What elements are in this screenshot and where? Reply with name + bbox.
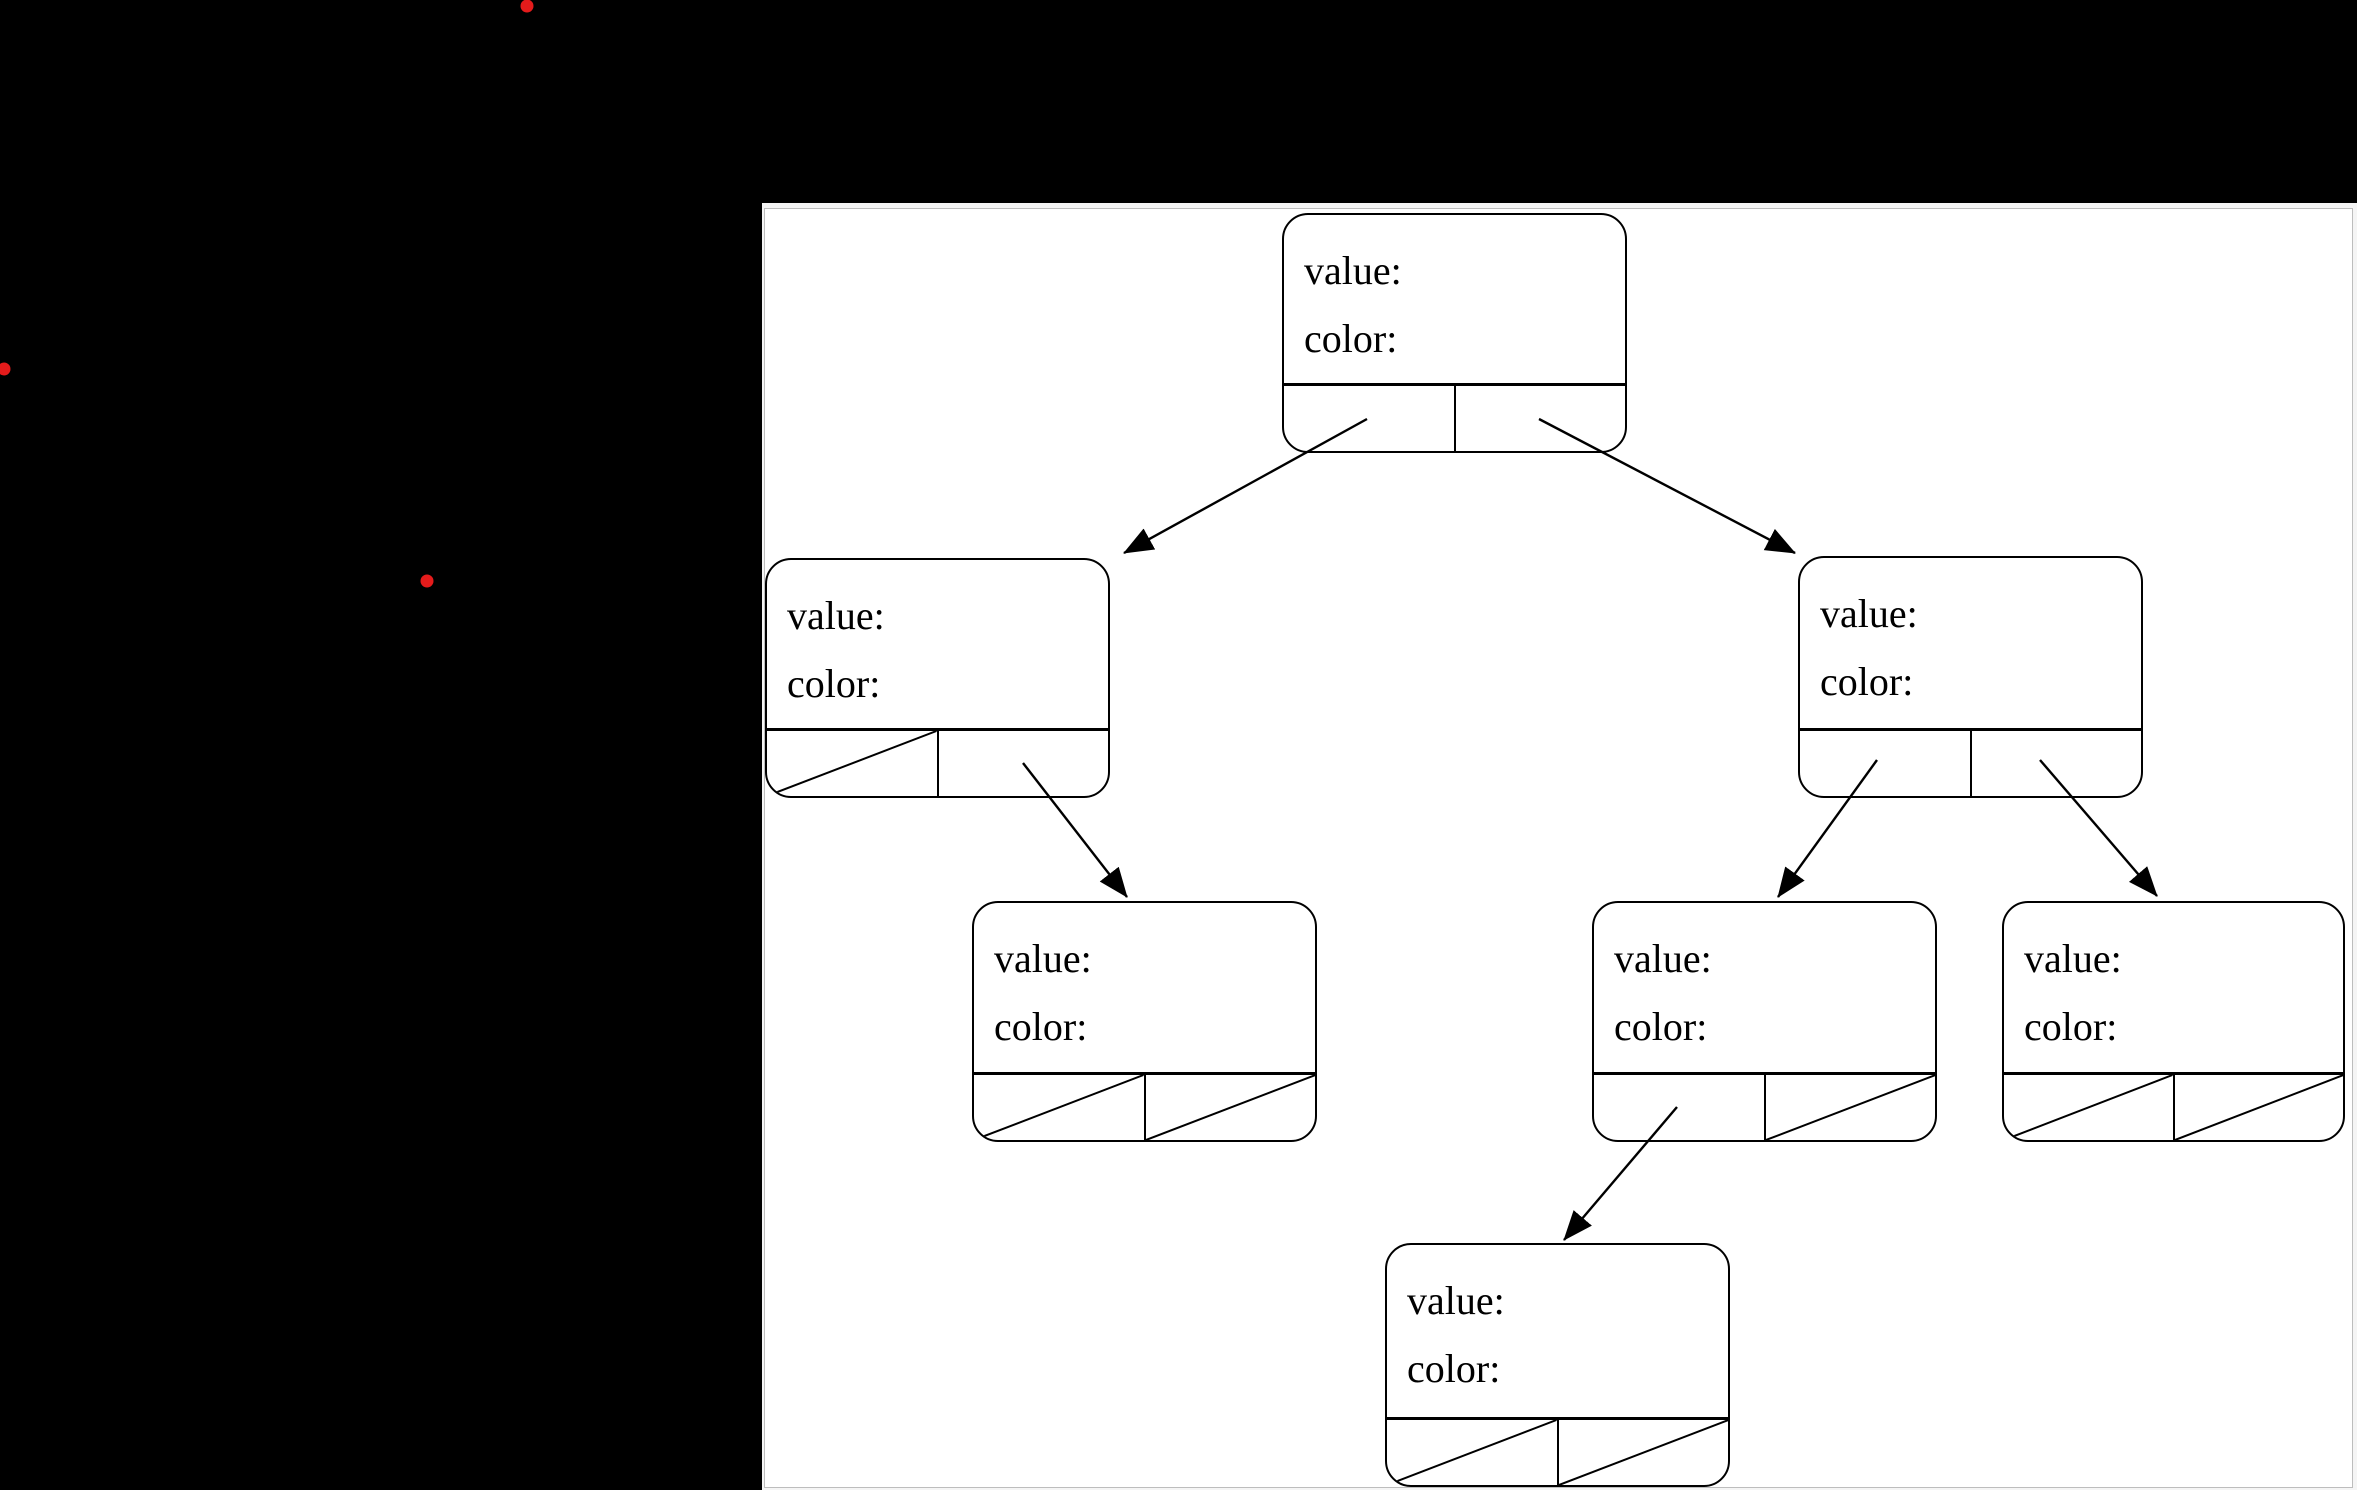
tree-node-rr: value: color:: [2002, 901, 2345, 1142]
pointer-row: [1800, 728, 2141, 796]
value-field-label: value:: [1614, 936, 1712, 981]
pointer-row: [974, 1072, 1315, 1140]
pointer-row: [1284, 383, 1625, 451]
color-field-label: color:: [1304, 316, 1398, 361]
null-pointer-slash: [1146, 1075, 1316, 1140]
left-pointer-cell: [1800, 731, 1972, 796]
node-fields: value: color:: [1800, 558, 2141, 728]
right-pointer-cell: [1972, 731, 2142, 796]
value-field-label: value:: [994, 936, 1092, 981]
left-pointer-cell: [1284, 386, 1456, 451]
red-dot: [0, 362, 11, 376]
left-pointer-cell: [974, 1075, 1146, 1140]
null-pointer-slash: [974, 1075, 1144, 1140]
right-pointer-cell: [939, 731, 1109, 796]
right-pointer-cell: [1766, 1075, 1936, 1140]
node-fields: value: color:: [1594, 903, 1935, 1072]
color-field-label: color:: [1614, 1004, 1708, 1049]
null-pointer-slash: [2004, 1075, 2173, 1140]
left-pointer-cell: [1594, 1075, 1766, 1140]
null-pointer-slash: [1766, 1075, 1936, 1140]
value-field-label: value:: [1304, 248, 1402, 293]
color-field-label: color:: [994, 1004, 1088, 1049]
node-fields: value: color:: [1284, 215, 1625, 383]
value-field-label: value:: [2024, 936, 2122, 981]
tree-node-lr: value: color:: [972, 901, 1317, 1142]
color-field-label: color:: [1820, 659, 1914, 704]
value-field-label: value:: [1820, 591, 1918, 636]
null-pointer-slash: [1559, 1420, 1729, 1485]
left-pointer-cell: [1387, 1420, 1559, 1485]
node-fields: value: color:: [2004, 903, 2343, 1072]
value-field-label: value:: [787, 593, 885, 638]
tree-node-root: value: color:: [1282, 213, 1627, 453]
tree-node-rll: value: color:: [1385, 1243, 1730, 1487]
node-fields: value: color:: [767, 560, 1108, 728]
pointer-row: [767, 728, 1108, 796]
right-pointer-cell: [1456, 386, 1626, 451]
null-pointer-slash: [2175, 1075, 2344, 1140]
red-dot: [520, 0, 534, 13]
color-field-label: color:: [1407, 1346, 1501, 1391]
tree-node-r: value: color:: [1798, 556, 2143, 798]
null-pointer-slash: [1387, 1420, 1557, 1485]
node-fields: value: color:: [974, 903, 1315, 1072]
pointer-row: [2004, 1072, 2343, 1140]
right-pointer-cell: [1559, 1420, 1729, 1485]
node-fields: value: color:: [1387, 1245, 1728, 1417]
tree-node-rl: value: color:: [1592, 901, 1937, 1142]
red-dot: [420, 574, 434, 588]
pointer-row: [1594, 1072, 1935, 1140]
left-pointer-cell: [2004, 1075, 2175, 1140]
color-field-label: color:: [2024, 1004, 2118, 1049]
right-pointer-cell: [2175, 1075, 2344, 1140]
tree-node-l: value: color:: [765, 558, 1110, 798]
value-field-label: value:: [1407, 1278, 1505, 1323]
pointer-row: [1387, 1417, 1728, 1485]
color-field-label: color:: [787, 661, 881, 706]
right-pointer-cell: [1146, 1075, 1316, 1140]
null-pointer-slash: [767, 731, 937, 796]
left-pointer-cell: [767, 731, 939, 796]
